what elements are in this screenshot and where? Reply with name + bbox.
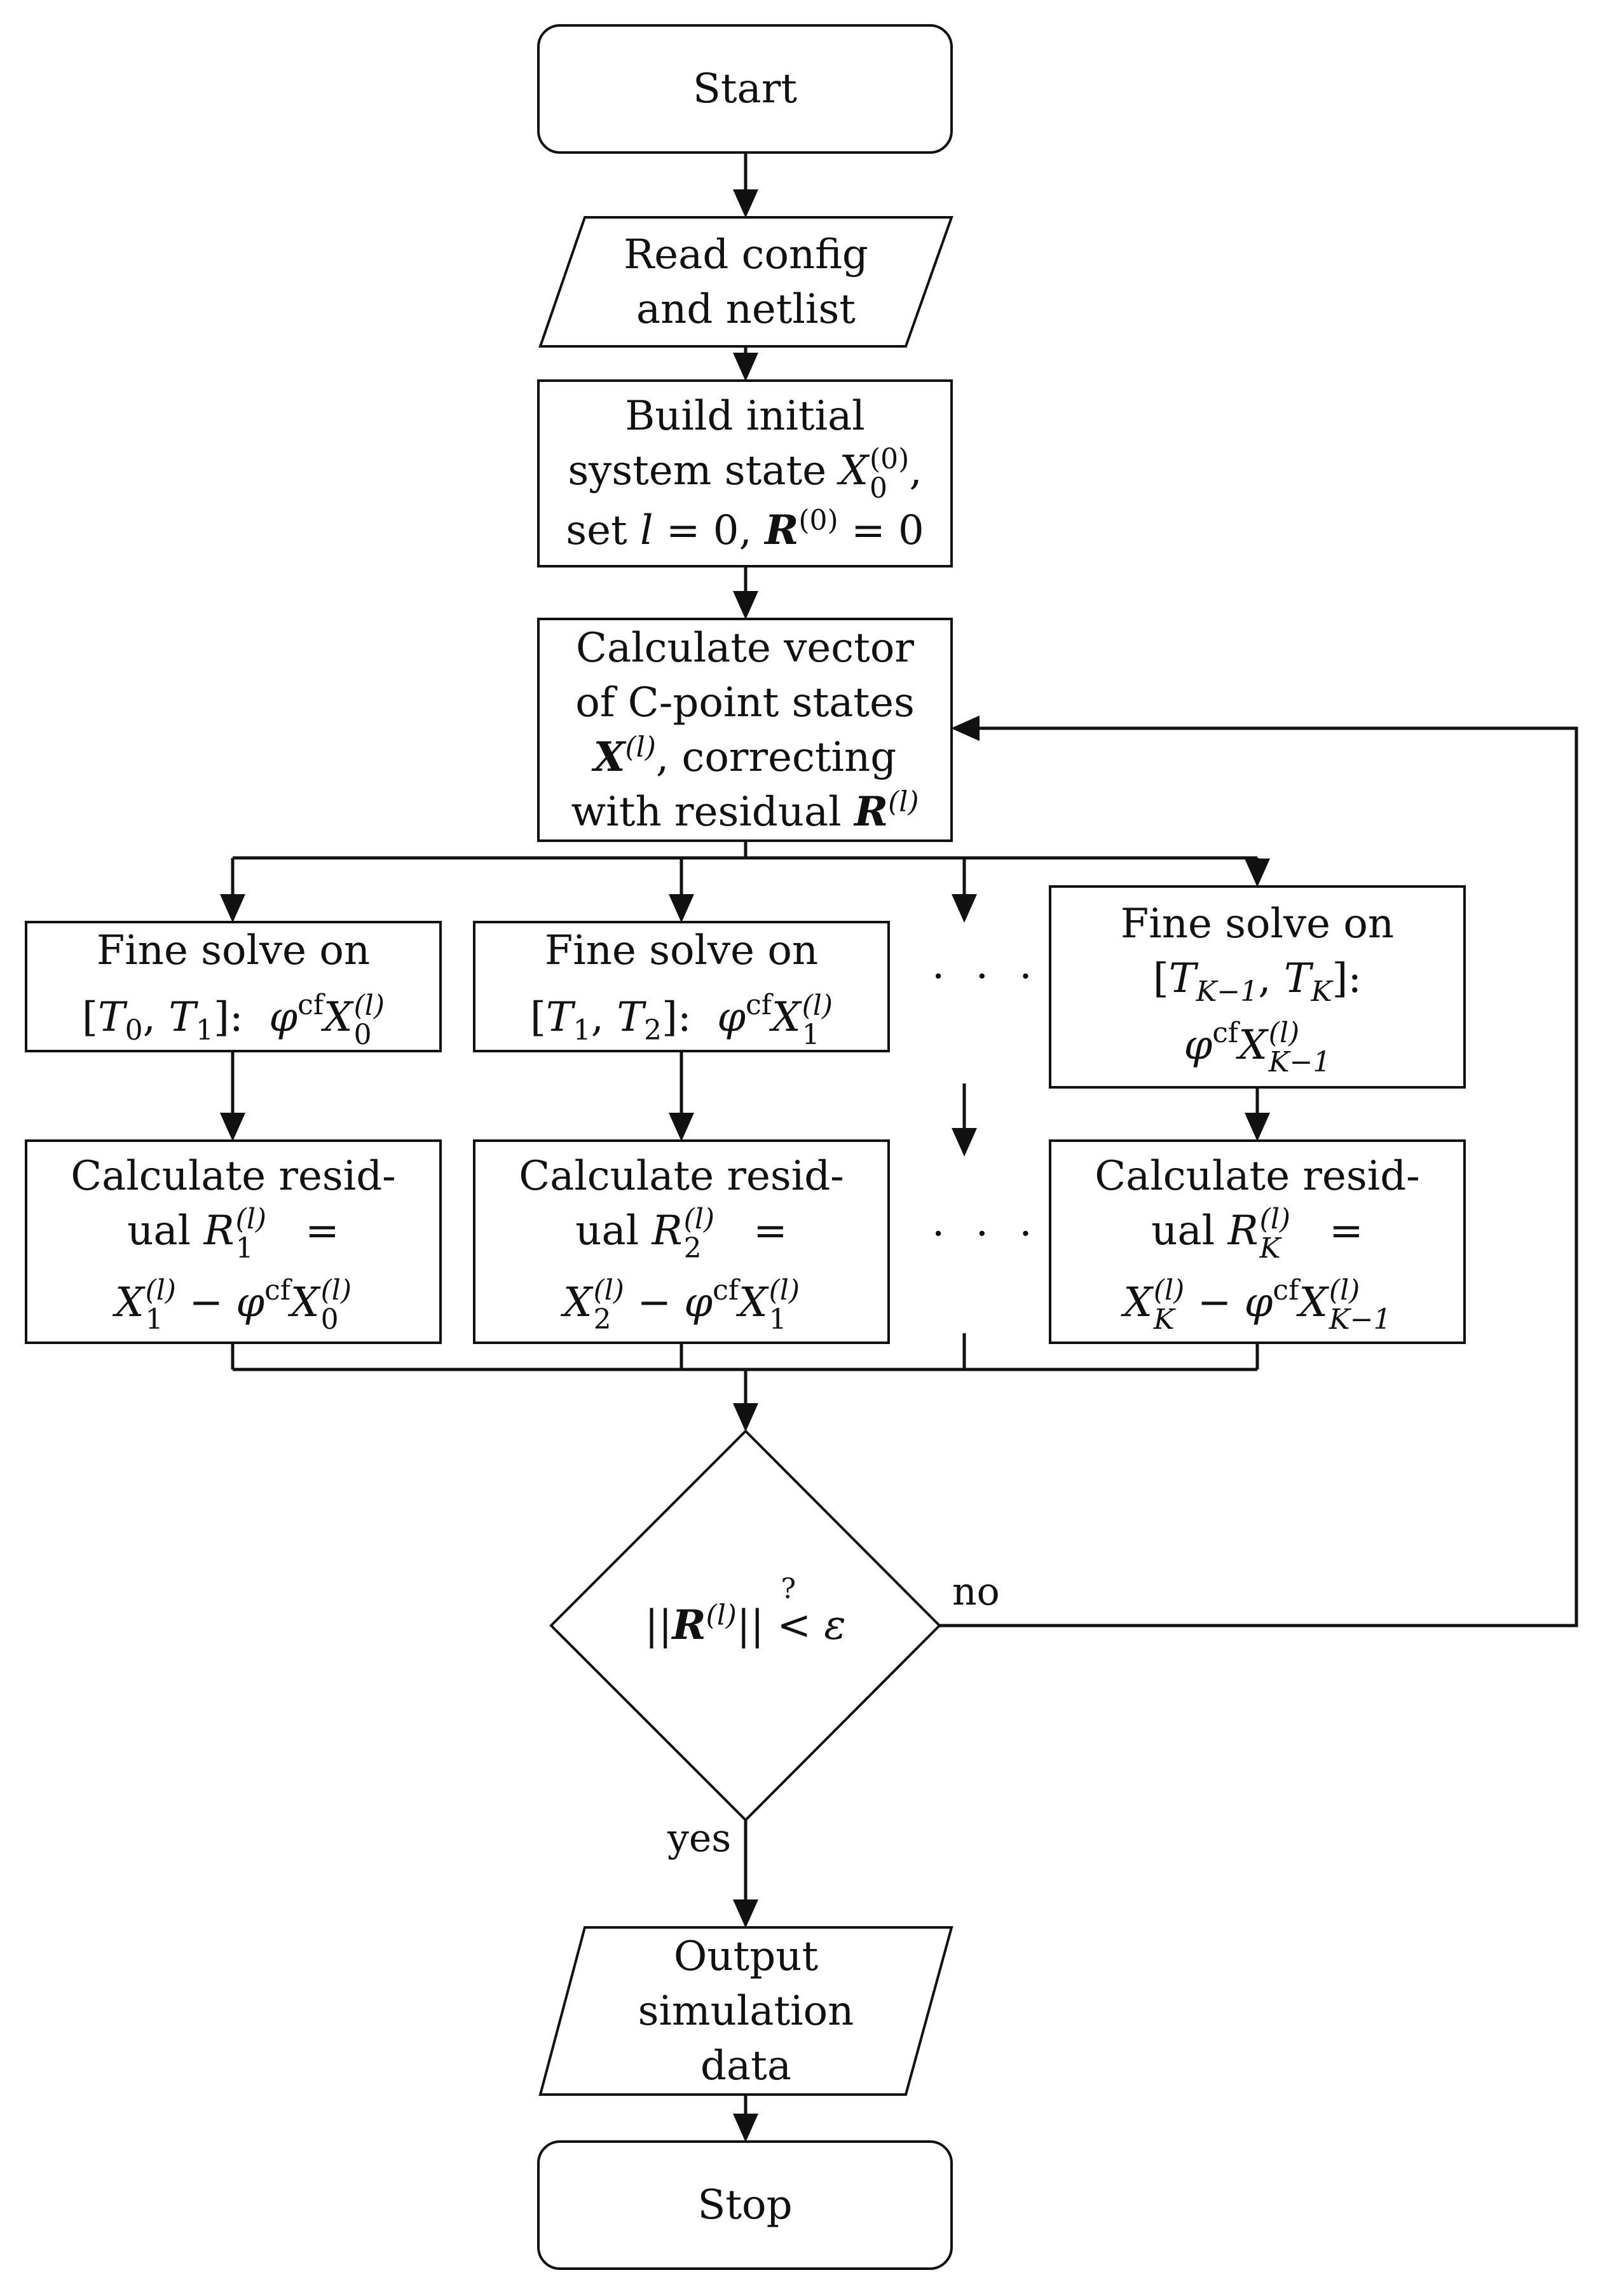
- read-config-node: Read config and netlist: [540, 217, 952, 346]
- stop-label: Stop: [697, 2182, 793, 2229]
- read-line-1: Read config: [624, 231, 868, 278]
- ellipsis-residual: · · ·: [932, 1211, 1041, 1258]
- residual-k-node: Calculate resid- ual R(l)K = X(l)K − φcf…: [1050, 1141, 1465, 1343]
- finek-line-2: [TK−1, TK]:: [1152, 954, 1362, 1008]
- build-line-2: system state X(0)0,: [568, 442, 922, 505]
- start-node: Start: [538, 25, 952, 153]
- fine1-line-1: Fine solve on: [96, 927, 371, 975]
- output-line-3: data: [700, 2042, 791, 2089]
- yes-label: yes: [667, 1816, 732, 1861]
- resk-line-3: X(l)K − φcfX(l)K−1: [1123, 1274, 1391, 1336]
- resk-line-2: ual R(l)K =: [1151, 1202, 1363, 1265]
- res2-line-2: ual R(l)2 =: [575, 1202, 788, 1265]
- read-line-2: and netlist: [636, 285, 856, 333]
- finek-line-3: φcfX(l)K−1: [1184, 1016, 1331, 1079]
- build-state-node: Build initial system state X(0)0, set l …: [538, 381, 952, 566]
- resk-line-1: Calculate resid-: [1095, 1153, 1420, 1200]
- start-label: Start: [692, 65, 798, 112]
- ellipsis-fine: · · ·: [932, 953, 1041, 1000]
- stop-node: Stop: [538, 2142, 952, 2269]
- build-line-3: set l = 0, R(0) = 0: [566, 504, 924, 554]
- calc-line-1: Calculate vector: [576, 624, 914, 672]
- finek-line-1: Fine solve on: [1120, 900, 1395, 948]
- res1-line-3: X(l)1 − φcfX(l)0: [115, 1274, 352, 1336]
- output-line-2: simulation: [638, 1987, 854, 2035]
- fine-solve-1-node: Fine solve on [T0, T1]: φcfX(l)0: [26, 922, 441, 1051]
- calc-line-2: of C-point states: [575, 679, 915, 726]
- calc-vector-node: Calculate vector of C-point states X(l),…: [538, 619, 952, 841]
- fine-solve-k-node: Fine solve on [TK−1, TK]: φcfX(l)K−1: [1050, 886, 1465, 1087]
- output-line-1: Output: [673, 1933, 819, 1980]
- fine2-line-2: [T1, T2]: φcfX(l)1: [530, 989, 833, 1051]
- decision-condition: ||R(l)|| ?< ε: [645, 1573, 846, 1650]
- res2-line-3: X(l)2 − φcfX(l)1: [563, 1274, 800, 1336]
- residual-1-node: Calculate resid- ual R(l)1 = X(l)1 − φcf…: [26, 1141, 441, 1343]
- decision-node: ||R(l)|| ?< ε: [551, 1519, 939, 1732]
- arrow-no-loop: [939, 716, 1578, 1627]
- res1-line-2: ual R(l)1 =: [127, 1202, 339, 1265]
- residual-2-node: Calculate resid- ual R(l)2 = X(l)2 − φcf…: [474, 1141, 889, 1343]
- output-data-shape: [538, 1926, 953, 2096]
- calc-line-3: X(l), correcting: [593, 731, 897, 781]
- fine2-line-1: Fine solve on: [544, 927, 819, 975]
- read-config-shape: [538, 216, 953, 348]
- res1-line-1: Calculate resid-: [71, 1153, 396, 1200]
- fine1-line-2: [T0, T1]: φcfX(l)0: [82, 989, 385, 1051]
- output-node: Output simulation data: [540, 1927, 952, 2095]
- calc-line-4: with residual R(l): [571, 785, 919, 836]
- fine-solve-2-node: Fine solve on [T1, T2]: φcfX(l)1: [474, 922, 889, 1051]
- res2-line-1: Calculate resid-: [519, 1153, 844, 1200]
- no-label: no: [952, 1570, 1000, 1614]
- build-line-1: Build initial: [625, 393, 865, 440]
